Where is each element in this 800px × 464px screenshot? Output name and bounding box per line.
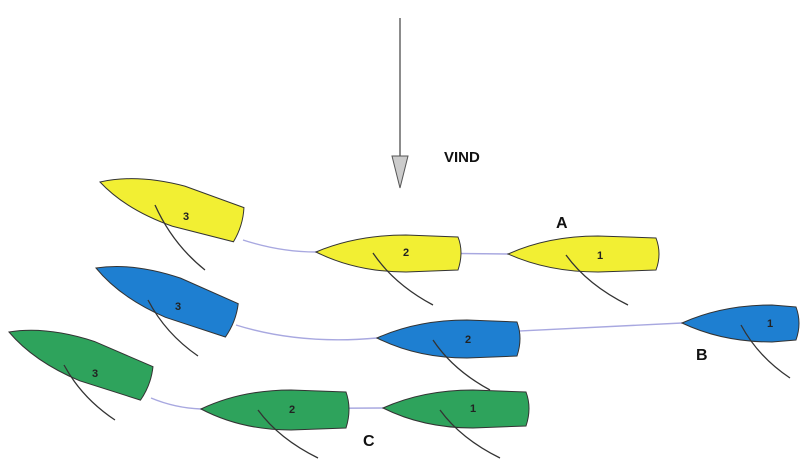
- boats-layer: 3 2 1 3 2 1 3 2 1: [8, 178, 800, 459]
- boat-hull: [199, 389, 350, 431]
- boat-yellow-2: 2: [314, 234, 462, 306]
- boat-number: 2: [289, 404, 295, 416]
- boat-number: 1: [597, 250, 603, 262]
- boom-line: [432, 339, 491, 391]
- boat-hull: [95, 265, 239, 338]
- boat-number: 2: [465, 334, 471, 346]
- wind-label: VIND: [444, 149, 480, 166]
- boat-number: 3: [92, 368, 98, 380]
- group-label-c: C: [363, 433, 375, 450]
- boat-hull: [314, 234, 462, 273]
- boat-hull: [8, 329, 154, 401]
- trail-blue: [235, 322, 683, 341]
- boat-number: 2: [403, 247, 409, 259]
- boat-blue-2: 2: [375, 319, 521, 391]
- boat-blue-1: 1: [680, 304, 800, 379]
- boom-line: [372, 252, 434, 306]
- boom-line: [439, 409, 501, 459]
- boat-yellow-1: 1: [506, 235, 660, 306]
- boat-yellow-3: 3: [99, 178, 245, 271]
- group-label-a: A: [556, 215, 568, 232]
- boat-hull: [375, 319, 521, 359]
- boom-line: [154, 204, 206, 271]
- boat-number: 1: [470, 403, 476, 415]
- boat-blue-3: 3: [95, 265, 239, 357]
- boat-hull: [381, 389, 530, 429]
- group-label-b: B: [696, 347, 708, 364]
- boat-green-1: 1: [381, 389, 530, 459]
- boat-hull: [506, 235, 660, 273]
- boom-line: [565, 254, 629, 306]
- boat-green-2: 2: [199, 389, 350, 459]
- wind-arrow-down-icon: [391, 18, 409, 189]
- boat-hull: [99, 178, 245, 243]
- boom-line: [63, 364, 116, 421]
- boat-hull: [680, 304, 800, 343]
- boat-number: 3: [175, 301, 181, 313]
- boat-green-3: 3: [8, 329, 154, 421]
- boom-line: [147, 299, 199, 357]
- boat-number: 1: [767, 318, 773, 330]
- boom-line: [740, 324, 791, 379]
- boom-line: [257, 409, 319, 459]
- boat-number: 3: [183, 211, 189, 223]
